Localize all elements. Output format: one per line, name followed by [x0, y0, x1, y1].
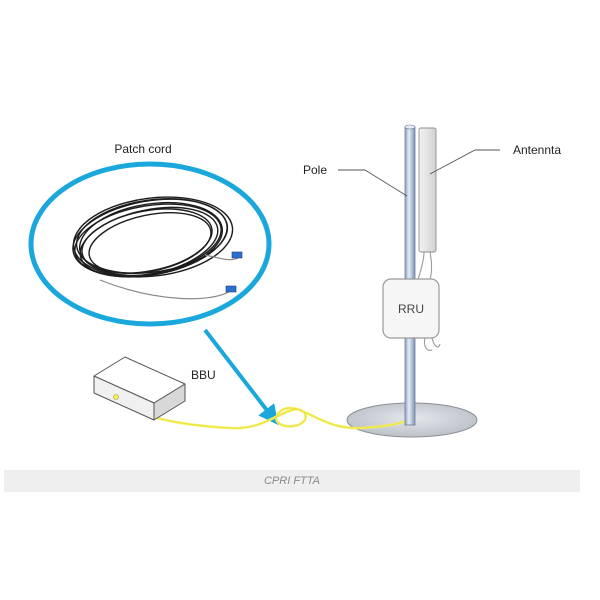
figure-caption: CPRI FTTA	[263, 475, 320, 487]
rru-unit	[382, 278, 440, 339]
antenna-leader-line	[429, 149, 500, 175]
cpri-ftta-diagram: Patch cord RRU Pole	[28, 124, 561, 438]
pole	[404, 126, 416, 426]
bbu-label: BBU	[191, 368, 216, 382]
pole-label: Pole	[303, 163, 327, 177]
patch-cord-label: Patch cord	[114, 142, 171, 156]
rru-label: RRU	[398, 302, 424, 316]
pole-leader-line	[338, 169, 408, 197]
bbu-port	[113, 394, 119, 400]
pointer-arrow	[203, 328, 279, 426]
patch-cord-coil	[72, 196, 239, 300]
patch-cord-connectors	[225, 251, 243, 293]
caption-bar: CPRI FTTA	[4, 470, 580, 492]
patch-cord-highlight	[28, 161, 272, 327]
antenna-jumpers	[417, 251, 441, 351]
bbu-unit	[93, 356, 186, 421]
antenna-label: Antennta	[513, 143, 561, 157]
antenna	[418, 127, 437, 253]
